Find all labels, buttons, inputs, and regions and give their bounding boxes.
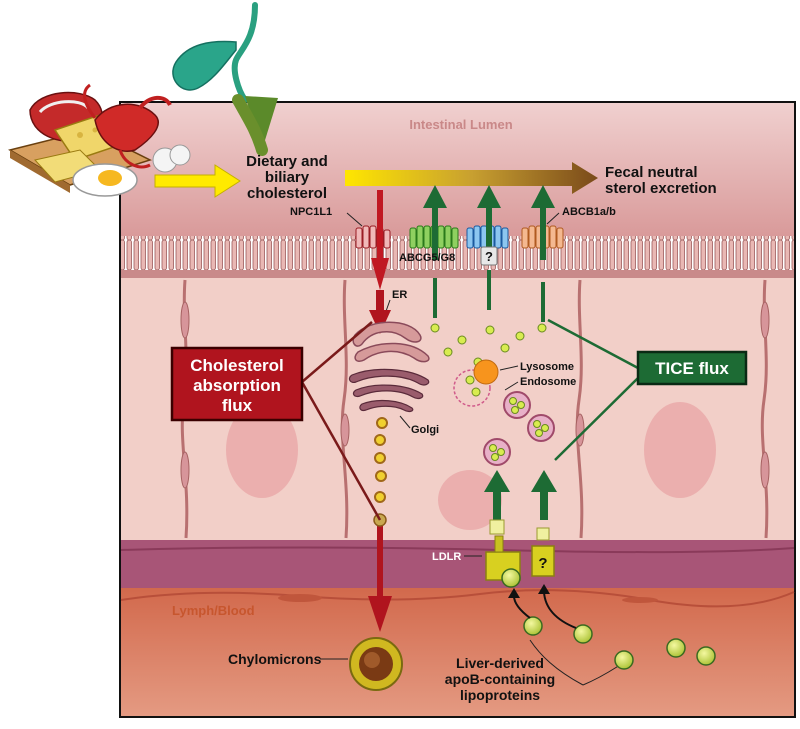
gallbladder-icon — [172, 2, 278, 156]
tice-flux-box — [636, 350, 748, 386]
nuclei — [226, 402, 716, 530]
absorption-arrow — [368, 190, 392, 632]
svg-text:Fecal neutral: Fecal neutral — [605, 164, 698, 181]
abcb1ab-label: ABCB1a/b — [562, 206, 616, 218]
lumen-region — [121, 103, 794, 236]
ldlr-label: LDLR — [432, 551, 461, 563]
svg-text:Dietary and: Dietary and — [246, 153, 328, 170]
absorption-flux-label: Cholesterol absorption flux — [190, 356, 284, 415]
liver-lipoprotein-label: Liver-derived apoB-containing lipoprotei… — [445, 655, 555, 703]
svg-text:flux: flux — [222, 396, 253, 415]
svg-text:Cholesterol: Cholesterol — [190, 356, 284, 375]
cholesterol-particles — [430, 323, 547, 367]
svg-text:Liver-derived: Liver-derived — [456, 655, 544, 671]
tice-efflux-arrows — [423, 185, 557, 520]
er-label: ER — [392, 289, 407, 301]
chylomicron-particle — [349, 637, 403, 691]
dietary-input-arrow — [154, 164, 241, 198]
svg-text:absorption: absorption — [193, 376, 281, 395]
svg-text:sterol excretion: sterol excretion — [605, 180, 717, 197]
tice-flux-label: TICE flux — [655, 359, 729, 378]
unknown-receptor-label: ? — [538, 555, 547, 572]
unknown-transporter — [466, 225, 509, 249]
lipoprotein-particles — [501, 568, 716, 670]
unknown-receptor — [531, 527, 555, 577]
svg-text:biliary: biliary — [265, 169, 310, 186]
lymph-blood-label: Lymph/Blood — [172, 603, 255, 618]
intestinal-lumen-label: Intestinal Lumen — [409, 117, 512, 132]
svg-text:cholesterol: cholesterol — [247, 185, 327, 202]
absorption-flux-box — [170, 346, 304, 422]
svg-text:lipoproteins: lipoproteins — [460, 687, 540, 703]
svg-text:apoB-containing: apoB-containing — [445, 671, 555, 687]
endosome-label: Endosome — [520, 376, 576, 388]
npc1l1-label: NPC1L1 — [290, 206, 332, 218]
fecal-excretion-label: Fecal neutral sterol excretion — [605, 164, 717, 197]
lumen-flux-arrow — [345, 162, 598, 194]
dietary-cholesterol-label: Dietary and biliary cholesterol — [246, 153, 328, 202]
abcg5g8-label: ABCG5/G8 — [399, 252, 455, 264]
unknown-transporter-label: ? — [485, 249, 493, 264]
golgi-organelle — [348, 368, 430, 413]
chylomicrons-label: Chylomicrons — [228, 651, 322, 667]
absorption-vesicles — [374, 417, 388, 503]
golgi-label: Golgi — [411, 424, 439, 436]
dietary-food-icon — [8, 83, 191, 197]
er-organelle — [352, 321, 430, 363]
lysosome-label: Lysosome — [520, 361, 574, 373]
lysosome-organelle — [453, 359, 499, 407]
